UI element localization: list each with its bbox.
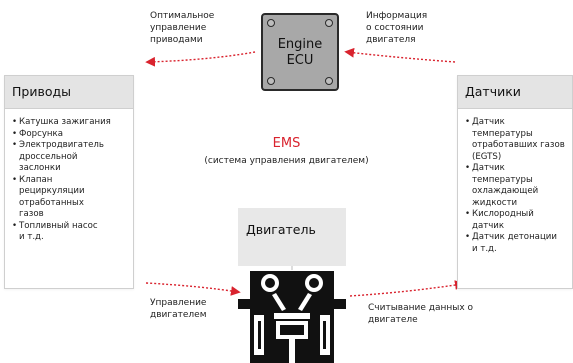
caption-engine-control: Управление двигателем <box>150 298 207 320</box>
engine-illustration <box>238 271 346 363</box>
arrow-engine-to-sensors <box>349 280 465 297</box>
actuators-panel: Приводы Катушка зажигания Форсунка Элект… <box>4 75 134 289</box>
caption-engine-status-info: Информация о состоянии двигателя <box>366 11 428 45</box>
engine-label: Двигатель <box>246 222 316 237</box>
screw-icon <box>325 77 333 85</box>
list-item: Форсунка <box>12 129 129 141</box>
caption-engine-data-reading: Считывание данных о двигателе <box>368 303 474 325</box>
actuators-list: Катушка зажигания Форсунка Электродвигат… <box>5 109 133 244</box>
engine-box: Двигатель <box>238 208 346 266</box>
list-item: Датчик температуры отработавших газов (E… <box>465 117 568 163</box>
list-item: Клапан рециркуляции отработанных газов <box>12 175 129 221</box>
list-item: Топливный насос и т.д. <box>12 221 129 244</box>
caption-optimal-actuator-control: Оптимальное управление приводами <box>150 11 215 45</box>
screw-icon <box>267 19 275 27</box>
ecu-label: Engine ECU <box>277 37 323 68</box>
list-item: Электродвигатель дроссельной заслонки <box>12 140 129 175</box>
arrow-actuators-to-engine <box>145 282 241 296</box>
screw-icon <box>325 19 333 27</box>
ems-subtitle: (система управления двигателем) <box>204 156 369 166</box>
sensors-list: Датчик температуры отработавших газов (E… <box>458 109 572 255</box>
sensors-panel: Датчики Датчик температуры отработавших … <box>457 75 573 289</box>
actuators-title: Приводы <box>5 76 133 109</box>
sensors-title: Датчики <box>458 76 572 109</box>
engine-ecu-module: Engine ECU <box>261 13 339 91</box>
list-item: Датчик детонации и т.д. <box>465 232 568 255</box>
arrow-sensors-to-ecu <box>344 47 456 63</box>
list-item: Кислородный датчик <box>465 209 568 232</box>
screw-icon <box>267 77 275 85</box>
ems-title: EMS <box>272 136 301 151</box>
list-item: Катушка зажигания <box>12 117 129 129</box>
list-item: Датчик температуры охлаждающей жидкости <box>465 163 568 209</box>
arrow-ecu-to-actuators <box>145 51 256 67</box>
